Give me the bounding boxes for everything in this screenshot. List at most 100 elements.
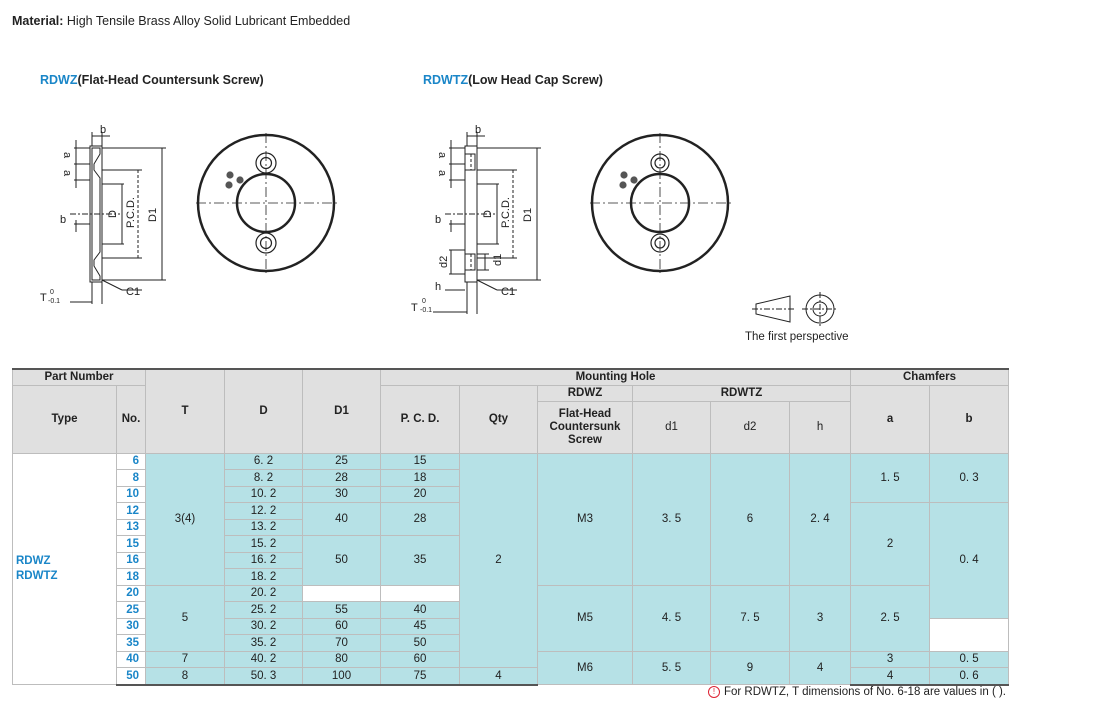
d1-cell: 30 <box>302 485 381 503</box>
rdwz-desc: (Flat-Head Countersunk Screw) <box>77 73 264 87</box>
rdwtz-tol-top: 0 <box>422 298 426 305</box>
rdwtz-desc: (Low Head Cap Screw) <box>468 73 603 87</box>
d-cell: 13. 2 <box>224 518 303 536</box>
rdwz-dim-a1: a <box>61 152 73 159</box>
rdwtz-dim-d1-small: d1 <box>492 254 504 266</box>
rdwz-dim-d: D <box>107 210 119 218</box>
screw-cell: M5 <box>537 584 633 652</box>
mh-d2-cell: 9 <box>710 650 790 685</box>
d1-cell: 80 <box>302 650 381 668</box>
chamfer-b-cell-empty <box>929 617 1010 652</box>
pcd-cell: 45 <box>380 617 460 635</box>
rdwz-front-view <box>196 133 338 273</box>
rdwtz-title: RDWTZ(Low Head Cap Screw) <box>423 73 603 87</box>
header-d1: D1 <box>302 368 381 454</box>
d-cell: 20. 2 <box>224 584 303 602</box>
rdwz-tol-bot: -0.1 <box>48 298 60 305</box>
no-cell: 13 <box>116 518 146 536</box>
mh-d2-cell: 6 <box>710 452 790 586</box>
d-cell: 30. 2 <box>224 617 303 635</box>
mh-d2-cell: 7. 5 <box>710 584 790 652</box>
material-line: Material: High Tensile Brass Alloy Solid… <box>12 14 350 28</box>
rdwz-dim-b-side: b <box>60 214 66 226</box>
chamfer-b-cell: 0. 3 <box>929 452 1010 503</box>
no-cell: 16 <box>116 551 146 569</box>
d1-cell: 55 <box>302 601 381 619</box>
perspective-label: The first perspective <box>745 331 849 343</box>
rdwz-code: RDWZ <box>40 73 78 87</box>
pcd-cell: 40 <box>380 601 460 619</box>
type-cell: RDWZ RDWTZ <box>12 452 117 685</box>
rdwtz-code: RDWTZ <box>423 73 469 87</box>
pcd-cell: 15 <box>380 452 460 470</box>
mh-d1-cell: 5. 5 <box>632 650 711 685</box>
rdwtz-dim-t: T <box>411 302 418 314</box>
header-mh-d2: d2 <box>710 400 790 454</box>
d1-cell: 25 <box>302 452 381 470</box>
footnote: !For RDWTZ, T dimensions of No. 6-18 are… <box>707 686 1006 699</box>
type-rdwtz: RDWTZ <box>16 569 58 582</box>
rdwtz-dim-pcd: P.C.D. <box>500 197 512 228</box>
t-cell: 3(4) <box>145 452 225 586</box>
rdwz-dim-a2: a <box>61 170 73 177</box>
no-cell: 15 <box>116 535 146 553</box>
chamfer-b-cell: 0. 4 <box>929 502 1010 619</box>
pcd-cell: 50 <box>380 634 460 652</box>
no-cell: 18 <box>116 568 146 586</box>
d-cell: 16. 2 <box>224 551 303 569</box>
mh-d1-cell: 4. 5 <box>632 584 711 652</box>
rdwtz-dim-d2: d2 <box>438 256 450 268</box>
d-cell: 40. 2 <box>224 650 303 668</box>
header-qty: Qty <box>459 384 538 454</box>
first-angle-projection-icon <box>752 292 838 326</box>
no-cell: 25 <box>116 601 146 619</box>
rdwtz-dim-c1: C1 <box>501 286 515 298</box>
rdwz-dim-d1: D1 <box>147 208 159 222</box>
d1-cell: 28 <box>302 469 381 487</box>
d1-cell-empty <box>302 584 381 602</box>
no-cell: 10 <box>116 485 146 503</box>
no-cell: 40 <box>116 650 146 668</box>
pcd-cell: 18 <box>380 469 460 487</box>
header-chamfer-b: b <box>929 384 1010 454</box>
material-value: High Tensile Brass Alloy Solid Lubricant… <box>66 14 351 28</box>
header-type: Type <box>12 384 117 454</box>
footnote-text: For RDWTZ, T dimensions of No. 6-18 are … <box>723 686 1006 699</box>
qty-cell: 2 <box>459 452 538 668</box>
d1-cell: 40 <box>302 502 381 536</box>
chamfer-a-cell: 2 <box>850 502 931 586</box>
rdwtz-dim-b-side: b <box>435 214 441 226</box>
d-cell: 35. 2 <box>224 634 303 652</box>
chamfer-b-cell: 0. 6 <box>929 667 1010 686</box>
header-mounting-hole: Mounting Hole <box>379 368 852 386</box>
chamfer-a-cell: 2. 5 <box>850 584 931 652</box>
no-cell: 8 <box>116 469 146 487</box>
header-d: D <box>224 368 303 454</box>
material-sep: : <box>59 14 64 28</box>
chamfer-a-cell: 3 <box>850 650 931 668</box>
mh-d1-cell: 3. 5 <box>632 452 711 586</box>
header-mh-h: h <box>788 400 852 454</box>
no-cell: 20 <box>116 584 146 602</box>
pcd-cell: 20 <box>380 485 460 503</box>
no-cell: 35 <box>116 634 146 652</box>
qty-cell: 4 <box>459 667 538 686</box>
d1-cell: 50 <box>302 535 381 586</box>
chamfer-a-cell: 4 <box>850 667 931 686</box>
rdwtz-dim-d1: D1 <box>522 208 534 222</box>
pcd-cell: 28 <box>380 502 460 536</box>
rdwz-section-drawing: b a a b D P.C.D. D1 C1 T 0 -0.1 <box>40 124 166 305</box>
pcd-cell: 35 <box>380 535 460 586</box>
d-cell: 15. 2 <box>224 535 303 553</box>
header-chamfer-a: a <box>850 384 931 454</box>
spec-table: Part Number T D D1 Mounting Hole Chamfer… <box>12 368 1010 686</box>
header-t: T <box>145 368 225 454</box>
pcd-cell-empty <box>380 584 460 602</box>
rdwtz-front-view <box>590 133 732 273</box>
header-no: No. <box>116 384 146 454</box>
rdwz-tol-top: 0 <box>50 289 54 296</box>
header-mh-d1: d1 <box>632 400 711 454</box>
rdwz-dim-pcd: P.C.D. <box>125 197 137 228</box>
no-cell: 12 <box>116 502 146 520</box>
d-cell: 50. 3 <box>224 667 303 686</box>
